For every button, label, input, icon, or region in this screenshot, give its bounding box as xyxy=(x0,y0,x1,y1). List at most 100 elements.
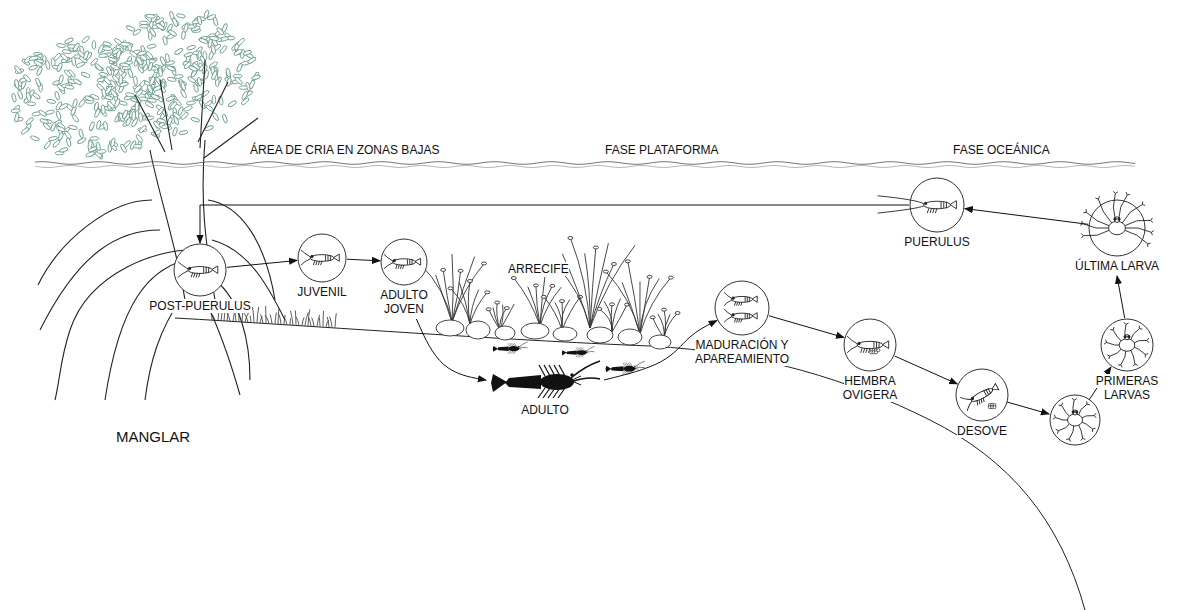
illustration-part xyxy=(1093,428,1096,430)
illustration-part xyxy=(732,314,734,316)
illustration-part xyxy=(110,64,120,71)
illustration-part xyxy=(946,202,947,208)
illustration-part xyxy=(1133,364,1135,366)
illustration-part xyxy=(1092,429,1093,432)
illustration-part xyxy=(316,261,317,265)
cycle-arrow xyxy=(347,259,380,261)
cycle-arrow xyxy=(227,260,297,267)
illustration-part xyxy=(549,365,555,376)
water-surface xyxy=(35,166,1135,168)
illustration-part xyxy=(493,342,528,354)
illustration-part xyxy=(741,302,742,306)
illustration-part xyxy=(1101,319,1153,371)
illustration-part xyxy=(495,326,515,340)
illustration-part xyxy=(56,126,66,133)
illustration-part xyxy=(139,24,148,28)
illustration-part xyxy=(149,28,157,38)
illustration-part xyxy=(174,244,226,296)
label-line: ÚLTIMA LARVA xyxy=(1075,259,1159,273)
illustration-part xyxy=(737,319,738,323)
illustration-part xyxy=(133,76,137,85)
stage-caption: PRIMERAS LARVAS xyxy=(1091,374,1163,402)
illustration-part xyxy=(883,341,889,349)
illustration-part xyxy=(731,313,752,319)
water-surface xyxy=(35,162,1135,165)
stage-node: POST-PUERULUS xyxy=(149,243,250,313)
illustration-part xyxy=(68,125,78,131)
illustration-part xyxy=(470,292,487,324)
illustration-part xyxy=(578,348,580,351)
illustration-part xyxy=(734,302,735,306)
illustration-part xyxy=(876,342,877,348)
illustration-part xyxy=(39,118,49,124)
illustration-part xyxy=(1104,322,1149,367)
illustration-part xyxy=(497,346,509,350)
illustration-part xyxy=(1151,218,1153,220)
illustration-part xyxy=(1073,400,1074,414)
cycle-arrow xyxy=(416,319,486,380)
illustration-part xyxy=(452,271,461,322)
illustration-part xyxy=(36,66,43,76)
illustration-part xyxy=(110,138,116,148)
illustration-part xyxy=(147,84,154,94)
illustration-part xyxy=(396,265,397,269)
illustration-part xyxy=(508,343,517,354)
illustration-part xyxy=(514,278,540,326)
mangrove-trunk xyxy=(38,60,285,400)
stage-node: ÚLTIMA LARVA xyxy=(1075,199,1159,273)
illustration-part xyxy=(984,391,987,396)
illustration-part xyxy=(734,319,735,323)
illustration-part xyxy=(72,99,77,109)
illustration-part xyxy=(302,317,304,325)
illustration-part xyxy=(208,267,209,273)
illustration-part xyxy=(244,313,248,322)
illustration-part xyxy=(156,106,164,115)
illustration-part xyxy=(571,361,600,378)
illustration-part xyxy=(668,276,673,279)
illustration-part xyxy=(1107,355,1110,356)
illustration-part xyxy=(83,50,90,60)
illustration-part xyxy=(640,278,671,334)
illustration-part xyxy=(265,315,269,323)
illustration-part xyxy=(1115,192,1118,194)
illustration-part xyxy=(137,50,147,56)
illustration-part xyxy=(610,303,615,306)
illustration-part xyxy=(878,196,957,213)
illustration-part xyxy=(745,297,746,302)
illustration-part xyxy=(301,259,311,266)
illustration-part xyxy=(206,267,207,273)
illustration-part xyxy=(1127,194,1130,196)
illustration-part xyxy=(245,312,249,322)
illustration-part xyxy=(568,237,573,240)
illustration-part xyxy=(441,268,446,271)
illustration-part xyxy=(1142,202,1143,205)
stage-circle xyxy=(1088,199,1146,257)
illustration-part xyxy=(933,208,935,213)
illustration-part xyxy=(119,82,129,88)
illustration-part xyxy=(186,45,196,51)
illustration-part xyxy=(970,386,994,403)
illustration-part xyxy=(612,298,621,332)
illustration-part xyxy=(381,239,427,285)
illustration-part xyxy=(536,285,540,326)
illustration-part xyxy=(570,373,574,377)
illustration-part xyxy=(45,60,50,70)
illustration-part xyxy=(510,343,512,347)
illustration-part xyxy=(1080,224,1082,226)
illustration-part xyxy=(28,65,38,71)
illustration-part xyxy=(135,134,143,143)
illustration-part xyxy=(943,202,944,208)
illustration-part xyxy=(1131,329,1140,340)
illustration-part xyxy=(586,350,587,351)
illustration-part xyxy=(847,346,857,353)
illustration-part xyxy=(149,76,156,86)
illustration-part xyxy=(511,277,516,280)
illustration-part xyxy=(1062,403,1063,406)
illustration-part xyxy=(180,81,186,91)
illustration-part xyxy=(628,261,640,334)
illustration-part xyxy=(260,314,263,323)
illustration-part xyxy=(1062,406,1070,417)
stage-circle xyxy=(955,368,1009,422)
illustration-part xyxy=(309,318,311,326)
